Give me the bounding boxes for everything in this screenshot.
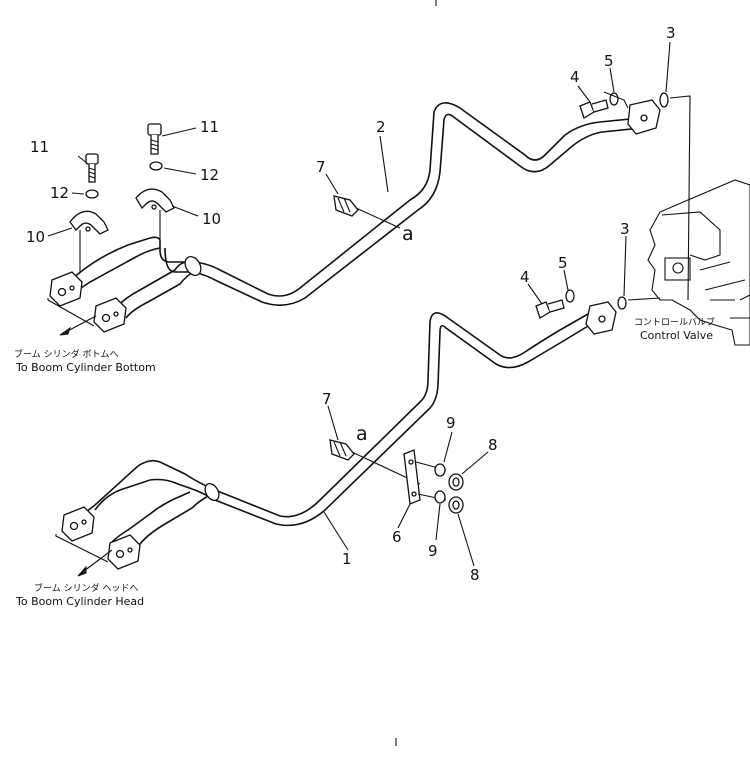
- leader-lines: [47, 41, 671, 567]
- label-boom-head-jp: ブーム シリンダ ヘッドへ: [34, 582, 138, 594]
- callout-11-right: 11: [200, 118, 219, 136]
- clamp-10-left: [69, 210, 109, 235]
- arrow-boom-bottom: [59, 315, 97, 336]
- callout-5-bottom: 5: [558, 254, 568, 272]
- bolt-guide-top: [603, 91, 629, 109]
- bolt-11-right: [147, 123, 162, 155]
- flange-head-2: [107, 534, 141, 570]
- callout-8-lower: 8: [470, 566, 480, 584]
- flange-head-1: [61, 506, 95, 542]
- callout-7-lower: 7: [322, 390, 332, 408]
- label-control-valve-jp: コントロールバルブ: [634, 316, 715, 328]
- callout-9-upper: 9: [446, 414, 456, 432]
- pipe-2: [67, 102, 643, 319]
- flange-bottom-2: [93, 297, 127, 333]
- control-valve-body: [647, 179, 750, 346]
- flange-guide-upper: [47, 298, 95, 327]
- leader-line-bottom: [627, 297, 661, 301]
- label-boom-bottom-jp: ブーム シリンダ ボトムへ: [14, 348, 118, 360]
- pipe-1: [81, 309, 599, 545]
- label-boom-bottom-en: To Boom Cylinder Bottom: [15, 361, 156, 374]
- bolt-11-left: [85, 153, 99, 183]
- washer-9-upper: [434, 463, 446, 477]
- flange-guide-lower: [55, 534, 109, 563]
- callout-10-right: 10: [202, 210, 221, 228]
- callout-12-right: 12: [200, 166, 219, 184]
- fitting-7-upper: [333, 195, 359, 217]
- flange-top-right: [627, 99, 661, 135]
- oring-3-top: [659, 92, 669, 108]
- nut-8-upper: [448, 473, 464, 491]
- callout-1: 1: [342, 550, 352, 568]
- oring-3-bottom: [617, 296, 627, 310]
- washer-12-left: [85, 189, 99, 199]
- washer-5-bottom: [565, 289, 575, 303]
- fitting-7-lower: [329, 439, 355, 461]
- bolt-4-top: [579, 99, 609, 119]
- leader-a-top: [355, 207, 401, 229]
- callout-3-bottom: 3: [620, 220, 630, 238]
- callout-8-upper: 8: [488, 436, 498, 454]
- callout-3-top: 3: [666, 24, 676, 42]
- callout-2: 2: [376, 118, 386, 136]
- ref-a-top: a: [402, 223, 414, 245]
- callout-5-top: 5: [604, 52, 614, 70]
- callout-9-lower: 9: [428, 542, 438, 560]
- washer-9-lower: [434, 490, 446, 504]
- plate-6: [403, 449, 421, 505]
- clamp-guides: [79, 210, 161, 272]
- ref-a-bottom: a: [356, 423, 368, 445]
- flange-bottom-1: [49, 271, 83, 307]
- leader-line-top: [669, 95, 691, 301]
- washer-5-top: [609, 92, 619, 106]
- nut-8-lower: [448, 496, 464, 514]
- arrow-boom-head: [77, 549, 113, 577]
- callout-6: 6: [392, 528, 402, 546]
- callout-4-top: 4: [570, 68, 580, 86]
- label-control-valve-en: Control Valve: [640, 329, 713, 342]
- clamp-10-right: [135, 188, 175, 213]
- callout-12-left: 12: [50, 184, 69, 202]
- label-boom-head-en: To Boom Cylinder Head: [15, 595, 144, 608]
- bolt-4-bottom: [535, 299, 565, 319]
- callout-10-left: 10: [26, 228, 45, 246]
- callout-11-left: 11: [30, 138, 49, 156]
- callout-4-bottom: 4: [520, 268, 530, 286]
- flange-bottom-right: [585, 301, 617, 335]
- callout-7-upper: 7: [316, 158, 326, 176]
- washer-12-right: [149, 161, 163, 171]
